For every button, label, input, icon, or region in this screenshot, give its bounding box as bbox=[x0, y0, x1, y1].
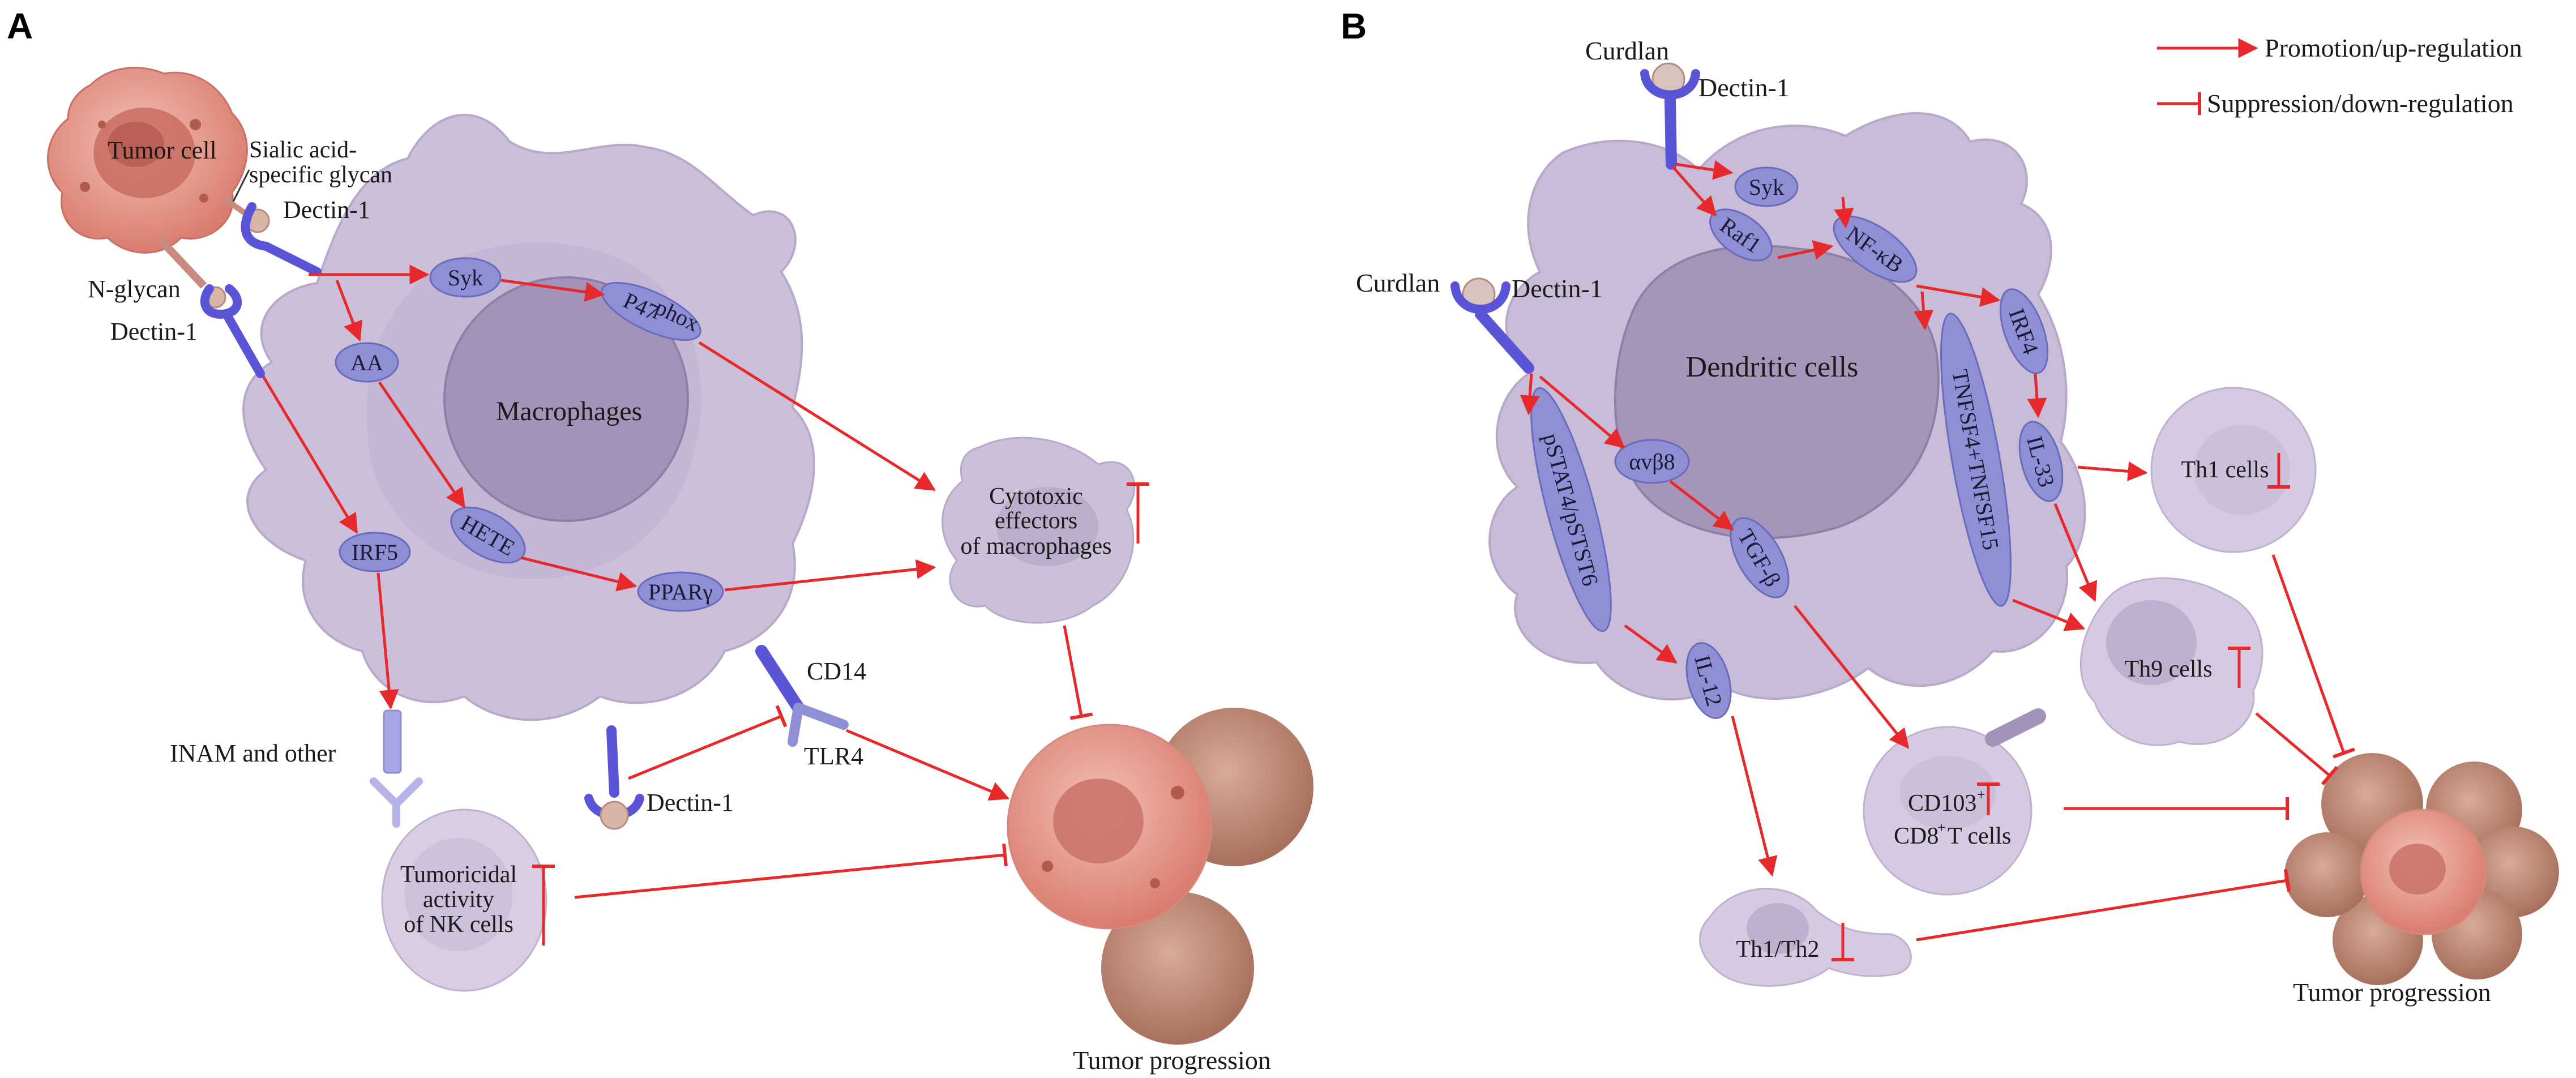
nk-nucleus bbox=[405, 838, 512, 951]
tumor-cell-top bbox=[47, 67, 248, 254]
cytotoxic-label-3: of macrophages bbox=[960, 533, 1111, 559]
aa-label: AA bbox=[350, 350, 383, 375]
legend-promotion-label: Promotion/up-regulation bbox=[2265, 33, 2522, 62]
tumor-cluster-b bbox=[2284, 753, 2559, 985]
node-ppar: PPARγ bbox=[637, 571, 724, 612]
cytotoxic-label-2: effectors bbox=[995, 508, 1077, 534]
th1-label: Th1 cells bbox=[2181, 457, 2269, 483]
th9-label: Th9 cells bbox=[2124, 656, 2212, 682]
nk-label-2: activity bbox=[423, 887, 494, 913]
th1th2-label: Th1/Th2 bbox=[1736, 936, 1820, 962]
n-glycan-label: N-glycan bbox=[88, 275, 181, 303]
tlr4-label: TLR4 bbox=[804, 742, 863, 770]
th1-nucleus bbox=[2194, 425, 2290, 515]
curdlan-top-label: Curdlan bbox=[1585, 36, 1669, 65]
inam-label: INAM and other bbox=[170, 739, 336, 767]
node-irf5: IRF5 bbox=[339, 532, 411, 572]
sialic-pointer bbox=[231, 169, 250, 204]
dectin-left-label: Dectin-1 bbox=[110, 318, 198, 345]
sialic-label-2: specific glycan bbox=[249, 162, 392, 188]
dectin-receptor-left bbox=[200, 284, 265, 378]
dectin-receptor-bottom bbox=[584, 725, 644, 830]
dectin-receptor-b-top bbox=[1640, 62, 1700, 170]
th9-nucleus bbox=[2106, 600, 2197, 685]
panel-b: B Promotion/up-regulation Suppression/do… bbox=[1341, 6, 2559, 1007]
sialic-label-1: Sialic acid- bbox=[249, 137, 357, 163]
node-irf4: IRF4 bbox=[1999, 288, 2049, 374]
dectin-top-label: Dectin-1 bbox=[283, 196, 370, 224]
tumor-cell-label: Tumor cell bbox=[108, 136, 217, 164]
legend: Promotion/up-regulation Suppression/down… bbox=[2157, 33, 2522, 118]
dectin-b-left-label: Dectin-1 bbox=[1512, 274, 1603, 303]
node-il33: IL-33 bbox=[2018, 421, 2064, 502]
th1th2-nucleus bbox=[1747, 903, 1809, 954]
cd8-sup: + bbox=[1937, 819, 1946, 836]
arrows-panel-a bbox=[262, 264, 1093, 899]
cd8-label-2: T cells bbox=[1948, 823, 2011, 849]
avb8-label: αvβ8 bbox=[1629, 449, 1675, 474]
n-glycan-stalk bbox=[155, 235, 207, 289]
node-il12: IL-12 bbox=[1685, 642, 1732, 719]
cd14-label: CD14 bbox=[807, 657, 866, 685]
legend-suppression-label: Suppression/down-regulation bbox=[2207, 89, 2514, 118]
macrophages-label: Macrophages bbox=[496, 396, 643, 426]
macrophage-nucleus bbox=[443, 276, 689, 522]
dectin-bottom-label: Dectin-1 bbox=[647, 789, 734, 816]
dendritic-label: Dendritic cells bbox=[1686, 351, 1859, 383]
panel-a-letter: A bbox=[7, 6, 33, 46]
cd14-tlr4-receptor bbox=[755, 645, 849, 747]
tumor-cluster-a bbox=[1007, 708, 1313, 1045]
panel-b-letter: B bbox=[1341, 6, 1367, 46]
dectin-receptor-top bbox=[241, 202, 322, 276]
node-aa: AA bbox=[335, 342, 399, 383]
cd103-sup: + bbox=[1977, 786, 1986, 803]
tumor-progression-a-label: Tumor progression bbox=[1073, 1046, 1271, 1075]
cytotoxic-label-1: Cytotoxic bbox=[989, 484, 1083, 510]
syk-a-label: Syk bbox=[448, 265, 483, 290]
nk-label-1: Tumoricidal bbox=[400, 862, 517, 888]
cd8-label: CD8 bbox=[1894, 823, 1939, 849]
irf5-label: IRF5 bbox=[352, 540, 398, 565]
ppar-label: PPARγ bbox=[648, 579, 713, 605]
node-avb8: αvβ8 bbox=[1614, 439, 1690, 484]
syk-b-label: Syk bbox=[1749, 174, 1784, 200]
node-p47: P47 phox bbox=[601, 281, 703, 341]
tumor-progression-b-label: Tumor progression bbox=[2293, 978, 2491, 1007]
cd103-label: CD103 bbox=[1908, 790, 1976, 816]
curdlan-left-label: Curdlan bbox=[1356, 268, 1440, 297]
cd8-protrusion bbox=[1985, 708, 2046, 747]
dectin-b-top-label: Dectin-1 bbox=[1698, 73, 1790, 102]
cytotoxic-nucleus bbox=[996, 487, 1098, 566]
node-syk-b: Syk bbox=[1734, 166, 1799, 207]
dectin-receptor-b-left bbox=[1450, 277, 1534, 374]
nk-label-3: of NK cells bbox=[404, 912, 514, 938]
inam-receptor bbox=[370, 709, 423, 828]
node-syk-a: Syk bbox=[429, 257, 502, 298]
panel-a: A Macrophages Tumor cell Sialic acid- sp… bbox=[7, 6, 1313, 1075]
dendritic-nucleus bbox=[1614, 245, 1940, 540]
arrows-panel-b bbox=[1520, 160, 2355, 942]
cd8-nucleus bbox=[1899, 756, 1996, 829]
